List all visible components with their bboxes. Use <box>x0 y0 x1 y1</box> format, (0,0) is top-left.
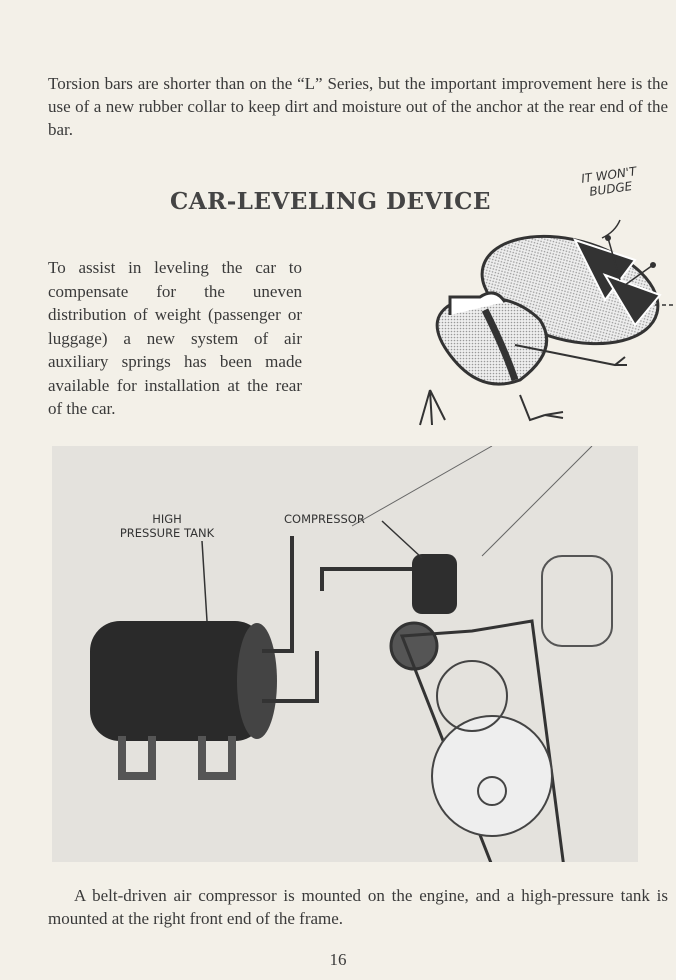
compressor-tank-illustration <box>90 445 613 893</box>
compressor-label: COMPRESSOR <box>284 512 365 526</box>
tank-label: HIGH PRESSURE TANK <box>112 512 222 540</box>
tank-shape <box>90 621 265 741</box>
body-paragraph: To assist in leveling the car to compens… <box>48 258 302 418</box>
cartoon-illustration <box>419 219 676 426</box>
tank-label-line-2: PRESSURE TANK <box>119 526 215 540</box>
compressor-shape <box>412 554 457 614</box>
figure-caption: A belt-driven air compressor is mounted … <box>48 886 668 928</box>
intro-paragraph: Torsion bars are shorter than on the “L”… <box>48 74 668 139</box>
section-heading: CAR-LEVELING DEVICE <box>170 188 491 215</box>
tank-label-line-1: HIGH <box>152 512 182 526</box>
engine-diagram: HIGH PRESSURE TANK COMPRESSOR <box>52 445 638 893</box>
page-number: 16 <box>329 950 347 969</box>
